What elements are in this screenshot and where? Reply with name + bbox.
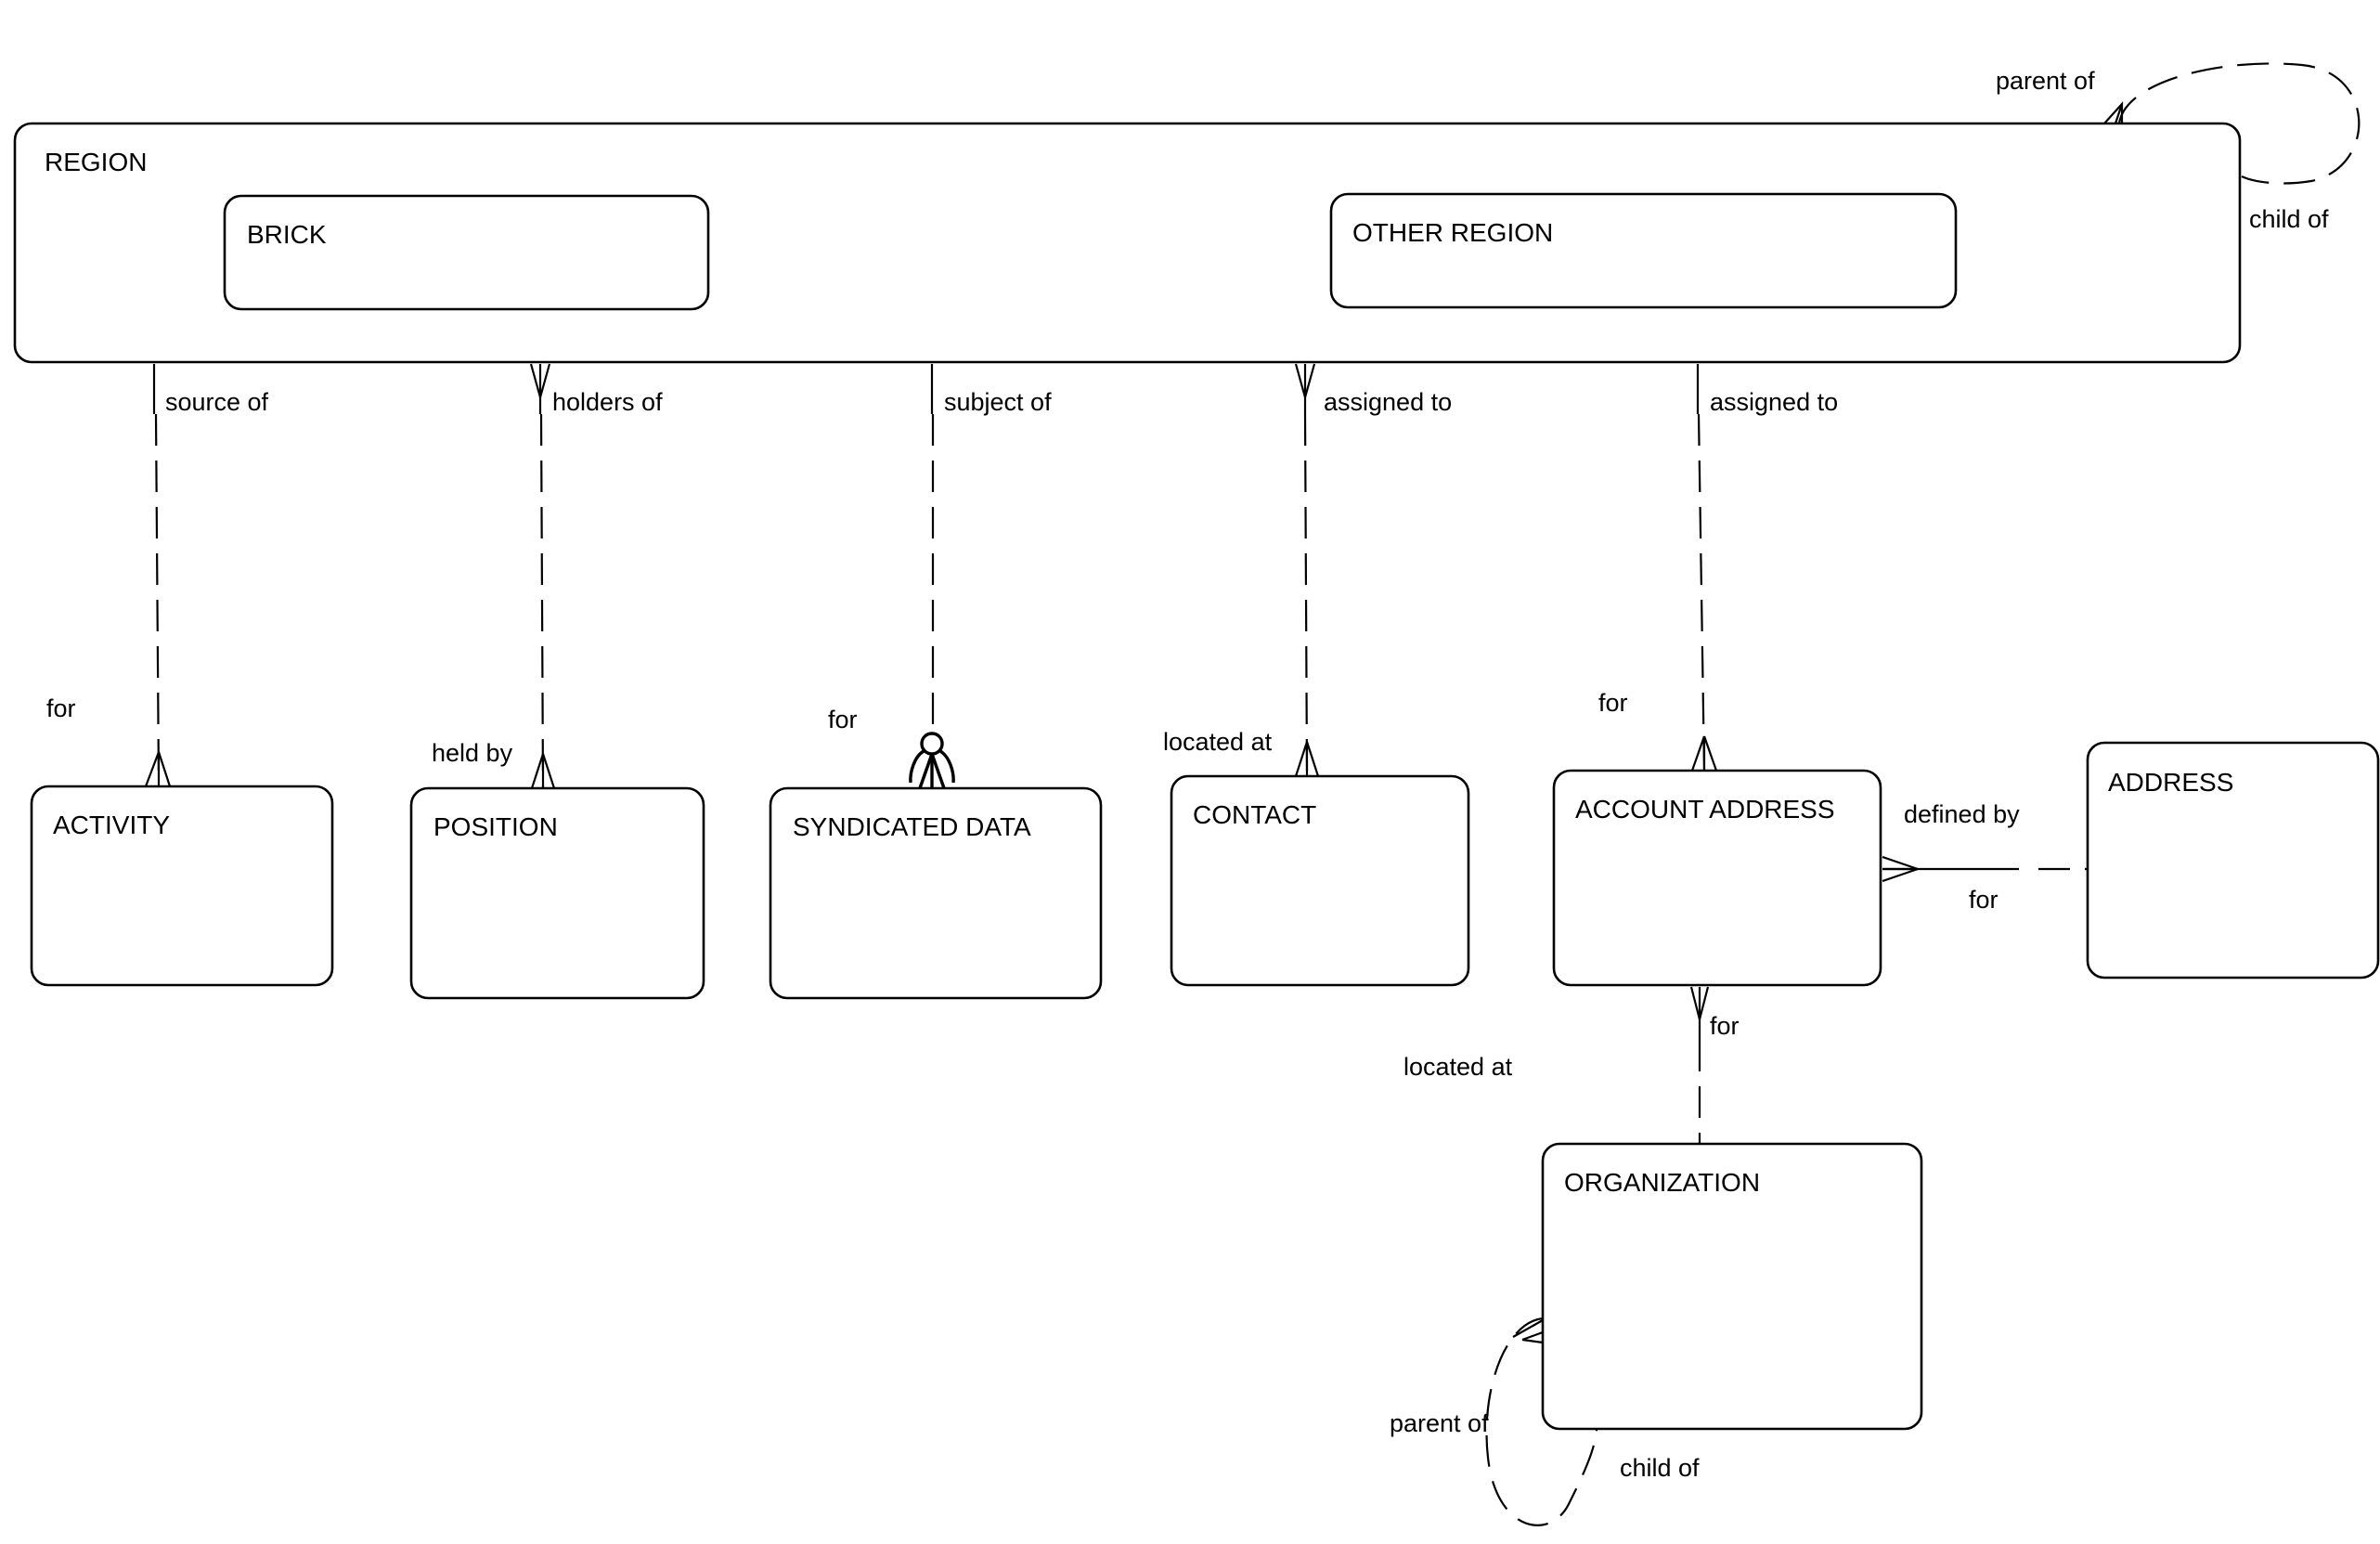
contact-label: CONTACT <box>1193 800 1316 829</box>
syndicated-crowfoot-right-leg <box>930 753 946 789</box>
position-entity[interactable] <box>409 786 705 1000</box>
account-organization-relationship <box>1689 986 1710 1144</box>
region-position-dashed <box>539 413 545 789</box>
organization-parent-of-label: parent of <box>1390 1409 1489 1437</box>
region-contact-dashed <box>1303 413 1309 777</box>
syndicated-crowfoot-right <box>938 749 955 784</box>
activity-for-label: for <box>46 694 76 722</box>
brick-entity[interactable] <box>223 194 710 311</box>
activity-entity[interactable] <box>30 785 334 987</box>
account-address-crowfoot-bottom <box>1882 867 1919 883</box>
other-region-label: OTHER REGION <box>1352 218 1553 247</box>
account-crowfoot-right <box>1702 735 1718 772</box>
region-parent-of-label: parent of <box>1996 67 2095 95</box>
region-self-crowfoot-mid <box>2114 103 2124 124</box>
region-account-address-relationship <box>1690 364 1718 772</box>
address-entity[interactable] <box>2086 741 2380 980</box>
source-of-label: source of <box>165 388 269 416</box>
org-located-at-label: located at <box>1403 1053 1513 1081</box>
activity-label: ACTIVITY <box>53 811 170 839</box>
region-activity-dashed <box>154 413 161 787</box>
region-contact-crowfoot-right <box>1303 363 1316 398</box>
account-crowfoot-left <box>1690 735 1706 772</box>
account-address-address-relationship <box>1882 855 2088 883</box>
region-contact-crowfoot-left <box>1294 363 1307 398</box>
account-address-entity[interactable] <box>1552 769 1882 987</box>
region-label: REGION <box>45 148 147 176</box>
syndicated-optional-circle <box>920 732 944 756</box>
syndicated-crowfoot-left <box>909 749 925 784</box>
organization-self-relationship <box>1485 1317 1598 1526</box>
organization-self-loop <box>1485 1317 1598 1526</box>
subject-of-label: subject of <box>944 388 1052 416</box>
syndicated-data-entity[interactable] <box>769 786 1103 1000</box>
account-org-crowfoot-right <box>1698 986 1710 1020</box>
syndicated-crowfoot-left-leg <box>918 753 934 789</box>
contact-located-at-label: located at <box>1163 728 1273 756</box>
held-by-label: held by <box>432 739 513 767</box>
organization-crowfoot-mid <box>1521 1330 1544 1342</box>
brick-label: BRICK <box>247 220 327 249</box>
activity-crowfoot-right <box>157 751 172 787</box>
region-self-relationship <box>2103 62 2361 185</box>
contact-entity[interactable] <box>1170 774 1470 987</box>
syndicated-data-label: SYNDICATED DATA <box>793 812 1031 841</box>
syndicated-for-label: for <box>828 706 858 733</box>
position-label: POSITION <box>433 812 558 841</box>
region-account-dashed <box>1697 413 1706 772</box>
region-activity-relationship <box>144 364 172 787</box>
region-position-crowfoot-right <box>538 363 551 398</box>
activity-crowfoot-left <box>144 751 161 787</box>
contact-crowfoot-left <box>1294 741 1309 777</box>
account-org-crowfoot-left <box>1689 986 1701 1020</box>
organization-entity[interactable] <box>1541 1142 1923 1431</box>
region-child-of-label: child of <box>2249 205 2329 233</box>
address-label: ADDRESS <box>2108 768 2233 797</box>
other-region-entity[interactable] <box>1329 192 1958 309</box>
region-self-loop <box>2117 62 2361 185</box>
account-address-label: ACCOUNT ADDRESS <box>1575 795 1835 824</box>
holders-of-label: holders of <box>552 388 663 416</box>
defined-by-label: defined by <box>1904 800 2020 828</box>
position-crowfoot-left <box>530 753 545 789</box>
organization-label: ORGANIZATION <box>1564 1168 1760 1197</box>
account-address-crowfoot-top <box>1882 855 1919 871</box>
organization-crowfoot-top <box>1512 1319 1544 1338</box>
contact-crowfoot-right <box>1305 741 1320 777</box>
region-position-relationship <box>529 363 556 789</box>
contact-assigned-to-label: assigned to <box>1324 388 1452 416</box>
region-contact-relationship <box>1294 363 1320 777</box>
region-position-crowfoot-left <box>529 363 542 398</box>
position-crowfoot-right <box>541 753 556 789</box>
account-assigned-to-label: assigned to <box>1710 388 1838 416</box>
organization-child-of-label: child of <box>1620 1454 1700 1482</box>
organization-crowfoot-bottom <box>1521 1338 1544 1344</box>
org-for-label: for <box>1710 1012 1740 1040</box>
region-syndicated-relationship <box>909 364 955 789</box>
account-for-label: for <box>1598 689 1628 717</box>
address-for-label: for <box>1969 886 1998 914</box>
